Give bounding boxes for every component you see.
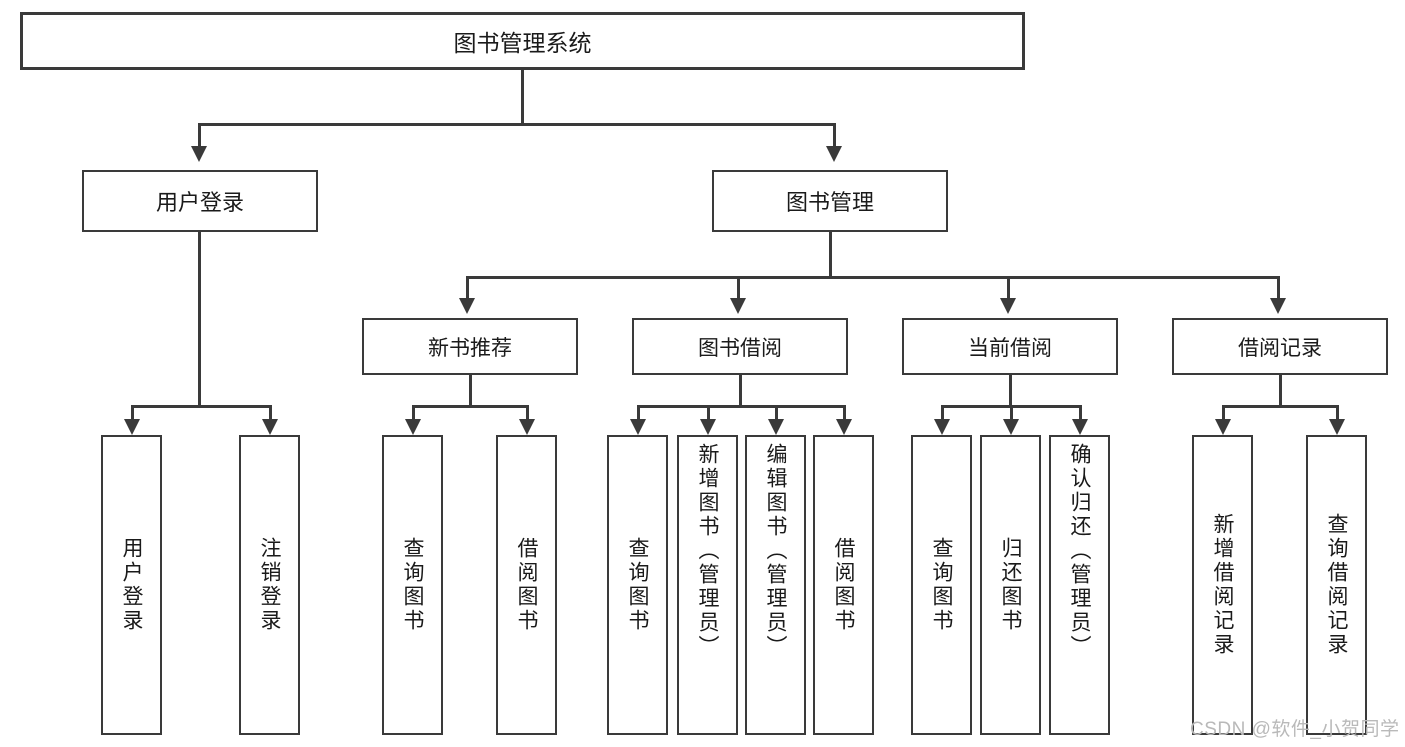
leaf-label: 查询图书 [401, 537, 424, 633]
leaf-return-book[interactable]: 归还图书 [980, 435, 1041, 735]
leaf-add-book[interactable]: 新增图书（管理员） [677, 435, 738, 735]
connector-br-to-leaf-1 [1222, 405, 1225, 427]
connector-bm-to-current-borrow [1007, 276, 1010, 300]
leaf-query-record[interactable]: 查询借阅记录 [1306, 435, 1367, 735]
arrow-cb-to-leaf-2 [1003, 419, 1019, 435]
arrow-user-login-to-leaf-1 [124, 419, 140, 435]
leaf-label: 确认归还（管理员） [1068, 443, 1091, 659]
leaf-query-book-3[interactable]: 查询图书 [911, 435, 972, 735]
connector-user-login-bar [131, 405, 269, 408]
connector-bb-to-leaf-2 [707, 405, 710, 427]
connector-root-bar [198, 123, 834, 126]
connector-root-to-book-management [833, 123, 836, 148]
node-borrow-record[interactable]: 借阅记录 [1172, 318, 1388, 375]
connector-user-login-to-leaf-1 [131, 405, 134, 427]
arrow-bm-to-current-borrow [1000, 298, 1016, 314]
leaf-label: 注销登录 [258, 537, 281, 633]
leaf-label: 借阅图书 [515, 537, 538, 633]
leaf-label: 归还图书 [999, 537, 1022, 633]
arrow-br-to-leaf-2 [1329, 419, 1345, 435]
connector-borrow-record-stem [1279, 375, 1282, 407]
arrow-cb-to-leaf-3 [1072, 419, 1088, 435]
leaf-borrow-book-2[interactable]: 借阅图书 [813, 435, 874, 735]
connector-root-stem [521, 70, 524, 125]
connector-bm-to-new-book [466, 276, 469, 300]
arrow-root-to-book-management [826, 146, 842, 162]
connector-user-login-stem [198, 232, 201, 407]
arrow-user-login-to-leaf-2 [262, 419, 278, 435]
leaf-label: 新增图书（管理员） [696, 443, 719, 659]
connector-bm-to-borrow-record [1277, 276, 1280, 300]
node-user-login[interactable]: 用户登录 [82, 170, 318, 232]
connector-br-to-leaf-2 [1336, 405, 1339, 427]
leaf-logout-login[interactable]: 注销登录 [239, 435, 300, 735]
node-book-management-system[interactable]: 图书管理系统 [20, 12, 1025, 70]
connector-book-management-bar [466, 276, 1280, 279]
leaf-add-record[interactable]: 新增借阅记录 [1192, 435, 1253, 735]
node-label: 图书借阅 [698, 336, 782, 360]
leaf-label: 借阅图书 [832, 537, 855, 633]
connector-nb-to-leaf-2 [526, 405, 529, 427]
arrow-bb-to-leaf-4 [836, 419, 852, 435]
leaf-borrow-book-1[interactable]: 借阅图书 [496, 435, 557, 735]
connector-root-to-user-login [198, 123, 201, 148]
connector-user-login-to-leaf-2 [269, 405, 272, 427]
leaf-confirm-return[interactable]: 确认归还（管理员） [1049, 435, 1110, 735]
leaf-label: 编辑图书（管理员） [764, 443, 787, 659]
arrow-nb-to-leaf-1 [405, 419, 421, 435]
leaf-label: 新增借阅记录 [1211, 513, 1234, 657]
arrow-nb-to-leaf-2 [519, 419, 535, 435]
leaf-label: 查询借阅记录 [1325, 513, 1348, 657]
connector-borrow-record-bar [1222, 405, 1338, 408]
leaf-label: 用户登录 [120, 537, 143, 633]
connector-nb-to-leaf-1 [412, 405, 415, 427]
leaf-label: 查询图书 [626, 537, 649, 633]
connector-bb-to-leaf-3 [775, 405, 778, 427]
leaf-user-login[interactable]: 用户登录 [101, 435, 162, 735]
arrow-br-to-leaf-1 [1215, 419, 1231, 435]
node-label: 新书推荐 [428, 336, 512, 360]
connector-new-book-stem [469, 375, 472, 407]
leaf-label: 查询图书 [930, 537, 953, 633]
node-current-borrow[interactable]: 当前借阅 [902, 318, 1118, 375]
connector-current-borrow-stem [1009, 375, 1012, 407]
connector-bb-to-leaf-4 [843, 405, 846, 427]
connector-bm-to-book-borrow [737, 276, 740, 300]
node-label: 图书管理 [785, 190, 874, 215]
node-label: 借阅记录 [1238, 336, 1322, 360]
leaf-query-book-2[interactable]: 查询图书 [607, 435, 668, 735]
node-book-management[interactable]: 图书管理 [712, 170, 948, 232]
arrow-bm-to-book-borrow [730, 298, 746, 314]
arrow-cb-to-leaf-1 [934, 419, 950, 435]
connector-bb-to-leaf-1 [637, 405, 640, 427]
connector-book-management-stem [829, 232, 832, 278]
connector-new-book-bar [412, 405, 528, 408]
node-new-book-recommend[interactable]: 新书推荐 [362, 318, 578, 375]
arrow-bm-to-new-book [459, 298, 475, 314]
connector-cb-to-leaf-2 [1010, 405, 1013, 427]
connector-cb-to-leaf-1 [941, 405, 944, 427]
arrow-root-to-user-login [191, 146, 207, 162]
connector-book-borrow-bar [637, 405, 845, 408]
leaf-edit-book[interactable]: 编辑图书（管理员） [745, 435, 806, 735]
node-label: 图书管理系统 [453, 30, 592, 56]
leaf-query-book-1[interactable]: 查询图书 [382, 435, 443, 735]
arrow-bm-to-borrow-record [1270, 298, 1286, 314]
node-label: 用户登录 [155, 190, 244, 215]
arrow-bb-to-leaf-2 [700, 419, 716, 435]
connector-cb-to-leaf-3 [1079, 405, 1082, 427]
arrow-bb-to-leaf-1 [630, 419, 646, 435]
connector-book-borrow-stem [739, 375, 742, 407]
node-label: 当前借阅 [968, 336, 1052, 360]
arrow-bb-to-leaf-3 [768, 419, 784, 435]
node-book-borrow[interactable]: 图书借阅 [632, 318, 848, 375]
csdn-watermark: CSDN @软件_小贺同学 [1190, 719, 1400, 740]
